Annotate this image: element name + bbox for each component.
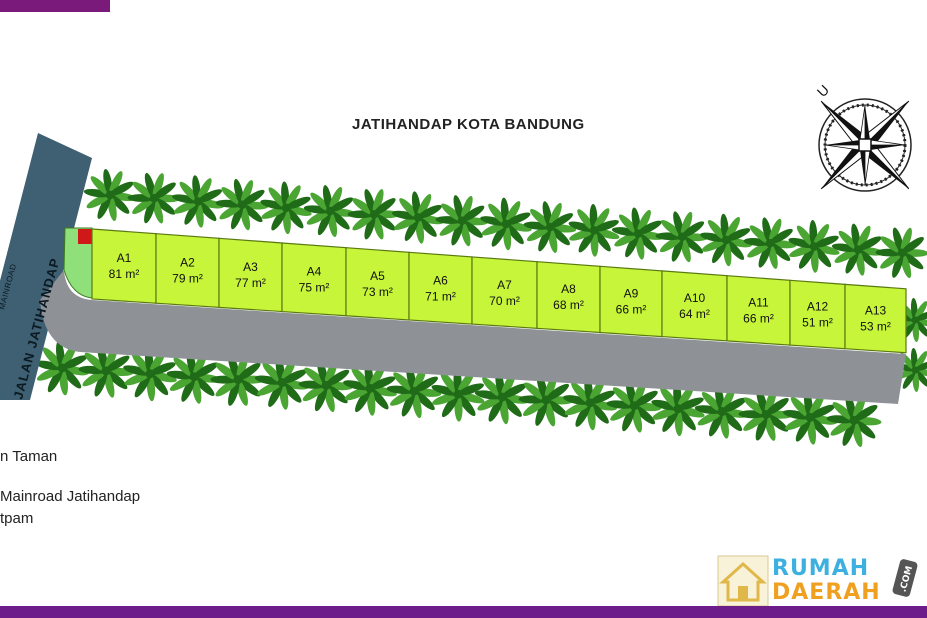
logo-line-2: DAERAH: [772, 580, 881, 605]
legend-item-security: tpam: [0, 510, 34, 527]
tree-row-north: [83, 168, 927, 279]
lot-a4: [281, 242, 347, 317]
palm-tree-icon: [260, 181, 312, 235]
lot-area: 73 m²: [362, 285, 393, 299]
lot-area: 79 m²: [172, 272, 203, 286]
palm-tree-icon: [831, 223, 885, 276]
access-road: [40, 270, 906, 404]
lot-a9: [599, 265, 663, 338]
palm-tree-icon: [386, 364, 442, 419]
mainroad-jatihandap: [0, 133, 92, 400]
palm-tree-icon: [893, 298, 927, 342]
palm-tree-icon: [563, 375, 617, 431]
lot-name: A12: [807, 300, 829, 314]
lot-a12: [789, 279, 846, 350]
compass-rose-icon: U: [814, 81, 912, 192]
lot-name: A1: [117, 251, 132, 265]
lot-name: A8: [561, 282, 576, 296]
lot-area: 75 m²: [299, 280, 330, 294]
lot-area: 66 m²: [743, 311, 774, 325]
lot-area: 71 m²: [425, 289, 456, 303]
palm-tree-icon: [606, 378, 662, 433]
lot-name: A7: [497, 278, 512, 292]
lot-name: A2: [180, 256, 195, 270]
lot-a11: [726, 275, 791, 346]
palm-tree-icon: [347, 189, 401, 240]
palm-tree-icon: [210, 353, 266, 406]
top-accent-bar: [0, 0, 110, 12]
lot-a5: [345, 247, 410, 321]
lot-name: A4: [307, 264, 322, 278]
palm-tree-icon: [34, 340, 90, 396]
logo-house-icon: [717, 555, 769, 607]
palm-tree-icon: [435, 195, 489, 247]
lot-name: A3: [243, 260, 258, 274]
lot-area: 51 m²: [802, 316, 833, 330]
palm-tree-icon: [480, 197, 532, 251]
palm-tree-icon: [788, 220, 840, 273]
lot-a2: [155, 233, 220, 309]
palm-tree-icon: [700, 213, 752, 267]
legend-item-mainroad: Mainroad Jatihandap: [0, 488, 141, 505]
lot-row: A1 81 m² A2 79 m² A3 77 m² A4 75 m² A5 73 m² A6 71 …: [91, 228, 907, 354]
legend-item-park: n Taman: [0, 448, 58, 465]
palm-tree-icon: [83, 168, 137, 222]
palm-tree-icon: [303, 185, 357, 237]
tree-row-south: [34, 340, 882, 447]
security-post: [78, 229, 93, 244]
lot-a3: [218, 237, 283, 313]
lot-name: A6: [433, 273, 448, 287]
lot-area: 53 m²: [860, 320, 891, 334]
logo-line-1: RUMAH: [772, 556, 870, 581]
lot-a13: [844, 283, 907, 354]
lot-a10: [661, 270, 728, 342]
lot-area: 66 m²: [616, 303, 647, 317]
palm-tree-icon: [523, 201, 577, 253]
lot-area: 77 m²: [235, 276, 266, 290]
palm-tree-icon: [518, 373, 574, 427]
lot-area: 81 m²: [109, 267, 140, 281]
lot-name: A13: [865, 304, 887, 318]
lot-a7: [471, 256, 538, 330]
palm-tree-icon: [651, 381, 705, 437]
map-title: JATIHANDAP KOTA BANDUNG: [352, 116, 585, 133]
palm-tree-icon: [172, 175, 224, 228]
lot-a8: [536, 261, 601, 334]
palm-tree-icon: [568, 203, 620, 257]
lot-name: A10: [684, 291, 706, 305]
logo-badge: .COM: [892, 559, 918, 597]
lot-area: 68 m²: [553, 298, 584, 312]
palm-tree-icon: [127, 172, 181, 224]
lot-name: A9: [624, 287, 639, 301]
palm-tree-icon: [743, 217, 797, 269]
palm-tree-icon: [166, 349, 222, 404]
lot-name: A11: [748, 295, 769, 309]
compass-north-letter: U: [814, 81, 832, 99]
palm-tree-icon: [215, 178, 269, 231]
lot-area: 70 m²: [489, 294, 520, 308]
palm-tree-icon: [611, 207, 665, 260]
bottom-accent-bar: [0, 606, 927, 618]
lot-name: A5: [370, 269, 385, 283]
lot-a1: [91, 228, 157, 304]
palm-tree-icon: [875, 227, 927, 279]
palm-tree-icon: [655, 211, 709, 263]
lot-area: 64 m²: [679, 307, 710, 321]
lot-a6: [408, 251, 473, 325]
palm-tree-icon: [391, 191, 445, 244]
